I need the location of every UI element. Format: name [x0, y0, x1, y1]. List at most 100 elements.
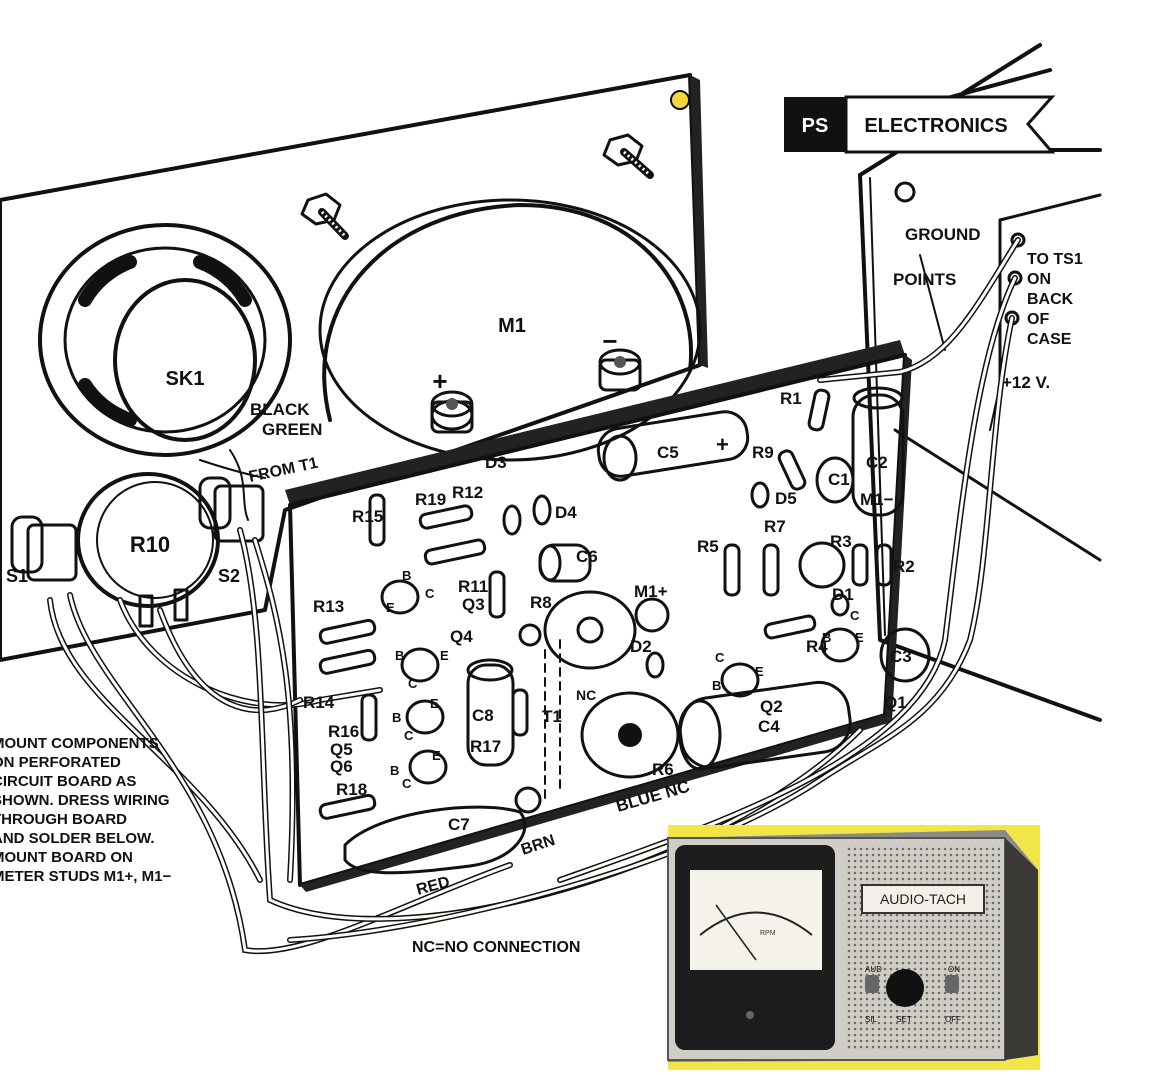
svg-text:E: E	[755, 664, 764, 679]
diodes	[502, 481, 850, 679]
svg-text:E: E	[386, 600, 395, 615]
label-c7: C7	[448, 815, 470, 834]
front-panel: SK1 M1 + − R10	[0, 73, 708, 662]
label-r17: R17	[470, 737, 501, 756]
component-labels: R1 C2 R9 C1 M1− D5 C5 + D3 R19 R12 D4 R1…	[303, 389, 915, 834]
svg-text:OF: OF	[1027, 311, 1049, 328]
label-q5: Q5	[330, 740, 353, 759]
svg-text:SHOWN. DRESS WIRING: SHOWN. DRESS WIRING	[0, 792, 170, 809]
svg-text:CIRCUIT BOARD AS: CIRCUIT BOARD AS	[0, 773, 136, 790]
label-r9: R9	[752, 443, 774, 462]
label-r5: R5	[697, 537, 719, 556]
trimmer-pot-3	[798, 541, 846, 589]
label-q2: Q2	[760, 697, 783, 716]
transistor-pin-labels: B E C B E C B E C B E C B E C B E C	[386, 568, 864, 791]
svg-text:SIL: SIL	[865, 1015, 878, 1024]
svg-text:OFF: OFF	[945, 1015, 961, 1024]
label-r12: R12	[452, 483, 483, 502]
label-r11: R11	[458, 577, 488, 596]
capacitor-c2	[851, 386, 905, 517]
mounting-instructions: MOUNT COMPONENTS ON PERFORATED CIRCUIT B…	[0, 735, 171, 885]
resistors	[318, 388, 893, 820]
svg-text:B: B	[392, 710, 401, 725]
svg-text:C: C	[404, 728, 414, 743]
label-d3: D3	[485, 453, 507, 472]
label-d5: D5	[775, 489, 797, 508]
label-r4: R4	[806, 637, 828, 656]
svg-text:TO TS1: TO TS1	[1027, 251, 1083, 268]
board-components	[318, 386, 931, 875]
photo-knob-label: SET	[896, 1015, 912, 1024]
svg-text:B: B	[402, 568, 411, 583]
label-q3: Q3	[462, 595, 485, 614]
speaker-label: SK1	[166, 368, 205, 390]
photo-nameplate: AUDIO-TACH	[861, 884, 985, 914]
label-r3: R3	[830, 532, 852, 551]
plus12v-label: +12 V.	[1002, 373, 1050, 392]
label-r13: R13	[313, 597, 344, 616]
capacitor-c4	[678, 680, 852, 771]
to-ts1-label: TO TS1 ON BACK OF CASE	[1027, 251, 1083, 348]
svg-text:E: E	[440, 648, 449, 663]
meter-m1: M1 + −	[318, 198, 702, 462]
ps-electronics-badge: PS ELECTRONICS	[784, 95, 1056, 154]
label-q6: Q6	[330, 757, 353, 776]
label-r14: R14	[303, 693, 335, 712]
legend-nc: NC=NO CONNECTION	[412, 939, 580, 956]
svg-text:B: B	[822, 630, 831, 645]
svg-text:METER STUDS M1+, M1−: METER STUDS M1+, M1−	[0, 868, 171, 885]
label-r19: R19	[415, 490, 446, 509]
svg-text:C: C	[425, 586, 435, 601]
capacitor-c7	[343, 805, 527, 875]
badge-electronics: ELECTRONICS	[864, 115, 1007, 137]
panel-screw-2	[602, 133, 654, 179]
meter-plus-label: +	[432, 366, 447, 396]
label-q1: Q1	[884, 693, 907, 712]
label-d2: D2	[630, 637, 652, 656]
label-m1-plus: M1+	[634, 582, 668, 601]
label-r16: R16	[328, 722, 359, 741]
points-label: POINTS	[893, 270, 956, 289]
label-c5: C5	[657, 443, 679, 462]
svg-text:ON PERFORATED: ON PERFORATED	[0, 754, 121, 771]
label-d4: D4	[555, 503, 577, 522]
switch-s2-label: S2	[218, 566, 240, 586]
label-r15: R15	[352, 507, 383, 526]
wire-black-label: BLACK	[250, 400, 310, 419]
capacitor-c3	[879, 627, 931, 683]
label-q4: Q4	[450, 627, 473, 646]
label-c3: C3	[890, 647, 912, 666]
photo-meter-unit: RPM	[760, 930, 776, 937]
label-r18: R18	[336, 780, 367, 799]
wire-from-t1-label: FROM T1	[247, 455, 319, 486]
switch-s1-label: S1	[6, 566, 28, 586]
svg-text:C: C	[402, 776, 412, 791]
label-c4: C4	[758, 717, 780, 736]
label-c1: C1	[828, 470, 850, 489]
svg-text:ON: ON	[1027, 271, 1051, 288]
svg-text:C: C	[850, 608, 860, 623]
svg-text:CASE: CASE	[1027, 331, 1072, 348]
photo-device-label: AUDIO-TACH	[880, 891, 966, 907]
svg-text:C: C	[408, 676, 418, 691]
meter-label: M1	[498, 315, 526, 337]
label-t1: T1	[542, 707, 562, 726]
capacitor-c6	[538, 543, 592, 583]
svg-text:B: B	[395, 648, 404, 663]
meter-minus-label: −	[602, 326, 617, 356]
svg-text:MOUNT BOARD ON: MOUNT BOARD ON	[0, 849, 133, 866]
svg-text:E: E	[855, 630, 864, 645]
pot-label: R10	[130, 532, 170, 557]
svg-text:E: E	[430, 696, 439, 711]
svg-text:THROUGH BOARD: THROUGH BOARD	[0, 811, 127, 828]
circuit-board	[285, 340, 912, 892]
label-nc: NC	[576, 687, 596, 703]
wire-green-label: GREEN	[262, 420, 322, 439]
switch-s2: S2	[198, 476, 265, 586]
svg-text:MOUNT COMPONENTS: MOUNT COMPONENTS	[0, 735, 159, 752]
svg-text:ON: ON	[948, 965, 960, 974]
svg-text:B: B	[390, 763, 399, 778]
label-r7: R7	[764, 517, 786, 536]
label-r1: R1	[780, 389, 802, 408]
trimmer-pot-2	[580, 691, 680, 779]
